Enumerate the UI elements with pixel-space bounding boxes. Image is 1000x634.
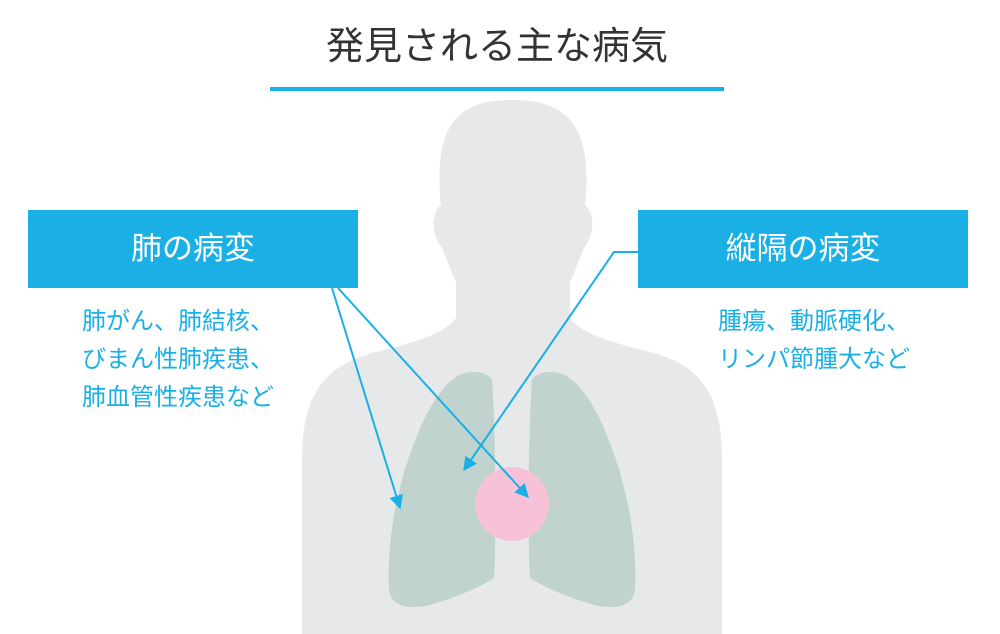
list-item: リンパ節腫大など (718, 345, 910, 373)
arrow-to-lung (331, 287, 403, 510)
title-underline (270, 87, 724, 91)
page-title: 発見される主な病気 (325, 24, 668, 68)
list-item: 肺がん、肺結核、 (82, 307, 274, 335)
left-lung (528, 372, 636, 608)
list-item: 肺血管性疾患など (82, 383, 274, 411)
body-silhouette (302, 100, 722, 634)
mediastinum-highlight (475, 467, 549, 541)
lung-disease-label: 肺の病変 (28, 210, 358, 288)
arrow-to-mediastinum-from-lung (337, 287, 529, 499)
mediastinal-disease-list: 腫瘍、動脈硬化、 リンパ節腫大など (660, 302, 968, 378)
list-item: びまん性肺疾患、 (82, 345, 274, 373)
lung-disease-list: 肺がん、肺結核、 びまん性肺疾患、 肺血管性疾患など (28, 302, 328, 416)
list-item: 腫瘍、動脈硬化、 (718, 307, 910, 335)
mediastinal-disease-label: 縦隔の病変 (638, 210, 968, 288)
arrow-to-mediastinum (463, 251, 638, 472)
